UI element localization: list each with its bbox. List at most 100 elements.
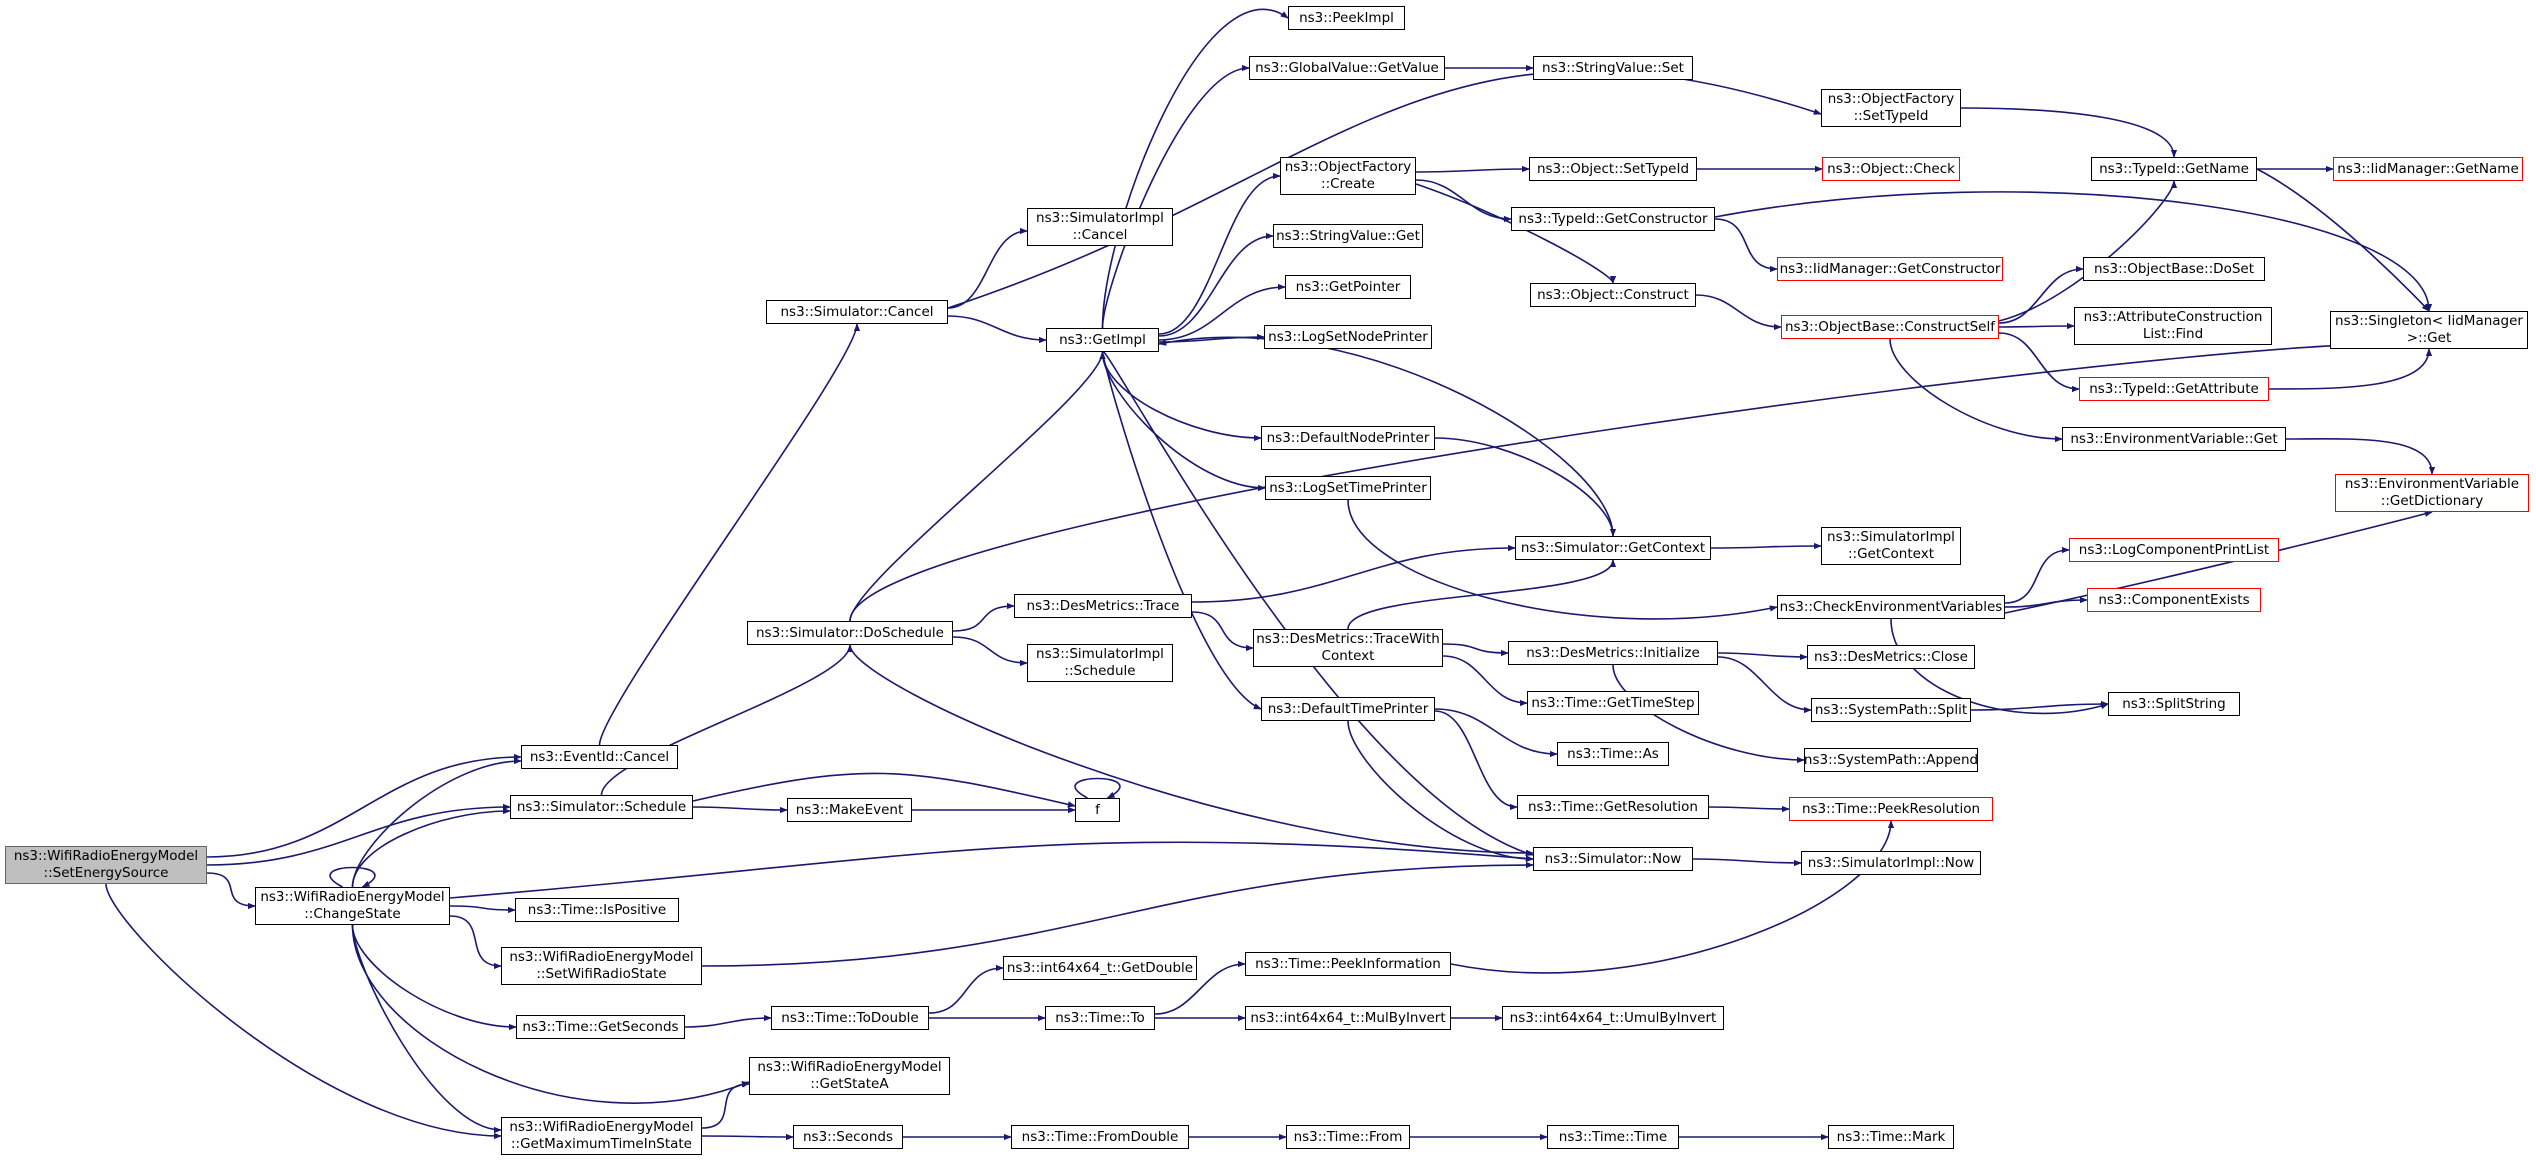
node-object-settypeid[interactable]: ns3::Object::SetTypeId xyxy=(1529,157,1697,181)
node-getimpl[interactable]: ns3::GetImpl xyxy=(1046,328,1159,352)
node-makeevent[interactable]: ns3::MakeEvent xyxy=(787,798,912,822)
edge-systempath-split-to-splitstring xyxy=(1970,700,2109,711)
node-f[interactable]: f xyxy=(1075,798,1120,822)
node-time-time[interactable]: ns3::Time::Time xyxy=(1547,1125,1679,1149)
node-time-gettimestep[interactable]: ns3::Time::GetTimeStep xyxy=(1527,691,1699,715)
node-desmetrics-tracewith[interactable]: ns3::DesMetrics::TraceWith Context xyxy=(1253,629,1443,667)
node-systempath-split[interactable]: ns3::SystemPath::Split xyxy=(1811,698,1971,722)
edge-sim-doschedule-to-desmetrics-trace xyxy=(952,602,1015,632)
node-sim-doschedule[interactable]: ns3::Simulator::DoSchedule xyxy=(747,621,953,645)
node-stringvalue-get[interactable]: ns3::StringValue::Get xyxy=(1273,224,1423,248)
node-splitstring[interactable]: ns3::SplitString xyxy=(2108,692,2240,716)
node-simimpl-schedule[interactable]: ns3::SimulatorImpl ::Schedule xyxy=(1027,644,1173,682)
edge-f-self-loop xyxy=(1074,777,1121,799)
node-get-state-a[interactable]: ns3::WifiRadioEnergyModel ::GetStateA xyxy=(749,1057,950,1095)
edge-objbase-constructself-to-objbase-doset xyxy=(1998,265,2084,324)
node-time-peekresolution[interactable]: ns3::Time::PeekResolution xyxy=(1789,797,1993,821)
edge-get-max-time-to-get-state-a xyxy=(701,1080,750,1129)
node-objfactory-settypeid[interactable]: ns3::ObjectFactory ::SetTypeId xyxy=(1821,89,1961,127)
edge-objfactory-create-to-object-settypeid xyxy=(1415,165,1530,173)
edge-getimpl-to-sim-now xyxy=(1101,350,1534,856)
node-simimpl-now[interactable]: ns3::SimulatorImpl::Now xyxy=(1801,851,1981,875)
node-eventid-cancel[interactable]: ns3::EventId::Cancel xyxy=(521,745,678,769)
edge-typeid-getconstructor-to-iidmanager-getconstructor xyxy=(1714,218,1778,273)
node-time-to[interactable]: ns3::Time::To xyxy=(1045,1006,1155,1030)
edge-desmetrics-tracewith-to-time-gettimestep xyxy=(1442,655,1528,707)
edge-eventid-cancel-to-sim-cancel xyxy=(598,323,861,746)
edge-desmetrics-initialize-to-systempath-append xyxy=(1612,664,1805,764)
node-sim-schedule[interactable]: ns3::Simulator::Schedule xyxy=(510,795,693,819)
node-desmetrics-close[interactable]: ns3::DesMetrics::Close xyxy=(1807,645,1975,669)
node-object-construct[interactable]: ns3::Object::Construct xyxy=(1530,283,1696,307)
edge-sim-doschedule-to-simimpl-schedule xyxy=(952,636,1028,667)
node-time-mark[interactable]: ns3::Time::Mark xyxy=(1828,1125,1954,1149)
node-int64-mulbyinvert[interactable]: ns3::int64x64_t::MulByInvert xyxy=(1245,1006,1451,1030)
edge-objbase-constructself-to-attr-construction-find xyxy=(1998,322,2075,330)
node-object-check[interactable]: ns3::Object::Check xyxy=(1822,157,1960,181)
edge-get-max-time-to-seconds xyxy=(701,1133,794,1141)
node-set-wifi-state[interactable]: ns3::WifiRadioEnergyModel ::SetWifiRadio… xyxy=(501,947,702,985)
node-sim-now[interactable]: ns3::Simulator::Now xyxy=(1533,847,1693,871)
edge-change-state-self-loop xyxy=(329,866,376,888)
edge-change-state-to-time-getseconds xyxy=(351,924,517,1031)
node-time-getresolution[interactable]: ns3::Time::GetResolution xyxy=(1517,795,1709,819)
node-globalvalue-getvalue[interactable]: ns3::GlobalValue::GetValue xyxy=(1249,56,1445,80)
edge-time-getseconds-to-time-todouble xyxy=(684,1014,772,1028)
edge-getimpl-to-stringvalue-get xyxy=(1158,232,1274,337)
edge-sim-schedule-to-makeevent xyxy=(692,806,788,814)
node-logsetnodeprinter[interactable]: ns3::LogSetNodePrinter xyxy=(1264,325,1432,349)
node-typeid-getname[interactable]: ns3::TypeId::GetName xyxy=(2091,157,2257,181)
node-simimpl-cancel[interactable]: ns3::SimulatorImpl ::Cancel xyxy=(1027,208,1173,246)
node-change-state[interactable]: ns3::WifiRadioEnergyModel ::ChangeState xyxy=(255,887,450,925)
edge-change-state-to-set-wifi-state xyxy=(449,915,502,970)
node-simimpl-getcontext[interactable]: ns3::SimulatorImpl ::GetContext xyxy=(1821,527,1961,565)
node-typeid-getconstructor[interactable]: ns3::TypeId::GetConstructor xyxy=(1511,207,1715,231)
node-time-ispositive[interactable]: ns3::Time::IsPositive xyxy=(515,898,679,922)
node-iidmanager-getconstructor[interactable]: ns3::IidManager::GetConstructor xyxy=(1777,257,2003,281)
edge-sim-schedule-to-f xyxy=(692,772,1076,808)
edge-desmetrics-trace-to-desmetrics-tracewith xyxy=(1191,611,1254,652)
edge-envvar-get-to-envvar-getdictionary xyxy=(2285,438,2436,475)
node-envvar-getdictionary[interactable]: ns3::EnvironmentVariable ::GetDictionary xyxy=(2335,474,2529,512)
node-get-max-time[interactable]: ns3::WifiRadioEnergyModel ::GetMaximumTi… xyxy=(501,1117,702,1155)
node-root[interactable]: ns3::WifiRadioEnergyModel ::SetEnergySou… xyxy=(5,846,207,884)
edge-getimpl-to-peekimpl xyxy=(1101,8,1289,329)
node-time-getseconds[interactable]: ns3::Time::GetSeconds xyxy=(516,1015,685,1039)
node-singleton-get[interactable]: ns3::Singleton< IidManager >::Get xyxy=(2330,311,2528,349)
node-desmetrics-trace[interactable]: ns3::DesMetrics::Trace xyxy=(1014,594,1192,618)
edge-change-state-to-time-ispositive xyxy=(449,905,516,914)
node-iidmanager-getname[interactable]: ns3::IidManager::GetName xyxy=(2333,157,2523,181)
node-logsettimeprinter[interactable]: ns3::LogSetTimePrinter xyxy=(1265,476,1431,500)
node-componentexists[interactable]: ns3::ComponentExists xyxy=(2087,588,2261,612)
node-peekimpl[interactable]: ns3::PeekImpl xyxy=(1288,6,1405,30)
node-time-peekinfo[interactable]: ns3::Time::PeekInformation xyxy=(1245,952,1451,976)
node-objbase-constructself[interactable]: ns3::ObjectBase::ConstructSelf xyxy=(1781,315,1999,339)
node-check-env-vars[interactable]: ns3::CheckEnvironmentVariables xyxy=(1777,595,2005,619)
node-systempath-append[interactable]: ns3::SystemPath::Append xyxy=(1804,748,1978,772)
node-attr-construction-find[interactable]: ns3::AttributeConstruction List::Find xyxy=(2074,307,2272,345)
node-envvar-get[interactable]: ns3::EnvironmentVariable::Get xyxy=(2062,427,2286,451)
node-logcomponentprintlist[interactable]: ns3::LogComponentPrintList xyxy=(2069,538,2279,562)
edge-objfactory-create-to-object-construct xyxy=(1415,183,1617,284)
node-sim-cancel[interactable]: ns3::Simulator::Cancel xyxy=(766,300,948,324)
node-getpointer[interactable]: ns3::GetPointer xyxy=(1285,275,1411,299)
node-int64-umulbyinvert[interactable]: ns3::int64x64_t::UmulByInvert xyxy=(1502,1006,1724,1030)
node-defaulttimeprinter[interactable]: ns3::DefaultTimePrinter xyxy=(1261,697,1435,721)
node-objbase-doset[interactable]: ns3::ObjectBase::DoSet xyxy=(2083,257,2265,281)
edge-root-to-eventid-cancel xyxy=(206,753,522,858)
node-seconds[interactable]: ns3::Seconds xyxy=(793,1125,903,1149)
node-typeid-getattribute[interactable]: ns3::TypeId::GetAttribute xyxy=(2079,377,2269,401)
node-time-as[interactable]: ns3::Time::As xyxy=(1557,742,1669,766)
node-time-fromdouble[interactable]: ns3::Time::FromDouble xyxy=(1011,1125,1189,1149)
edge-set-wifi-state-to-sim-now xyxy=(701,861,1534,967)
node-desmetrics-initialize[interactable]: ns3::DesMetrics::Initialize xyxy=(1508,641,1718,665)
edge-time-to-to-time-peekinfo xyxy=(1154,960,1246,1015)
node-time-from[interactable]: ns3::Time::From xyxy=(1286,1125,1410,1149)
node-int64-getdouble[interactable]: ns3::int64x64_t::GetDouble xyxy=(1003,956,1197,980)
edge-sim-cancel-to-simimpl-cancel xyxy=(947,227,1028,309)
node-objfactory-create[interactable]: ns3::ObjectFactory ::Create xyxy=(1280,157,1416,195)
node-defaultnodeprinter[interactable]: ns3::DefaultNodePrinter xyxy=(1261,426,1435,450)
node-sim-getcontext[interactable]: ns3::Simulator::GetContext xyxy=(1515,536,1711,560)
node-time-todouble[interactable]: ns3::Time::ToDouble xyxy=(771,1006,929,1030)
node-stringvalue-set[interactable]: ns3::StringValue::Set xyxy=(1533,56,1693,80)
